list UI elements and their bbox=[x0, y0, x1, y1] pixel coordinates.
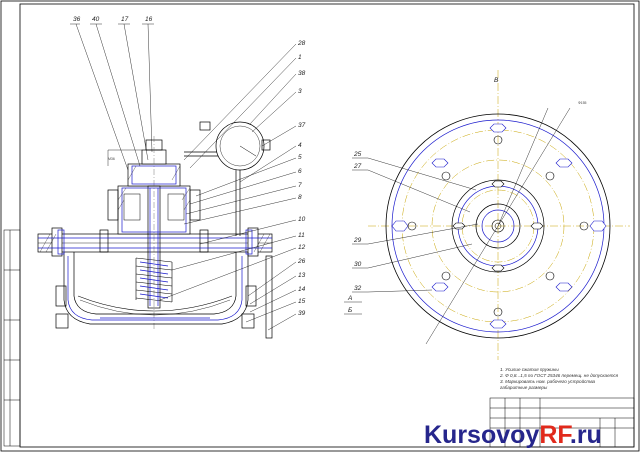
note-line-3: 3. Маркировать ном. рабочего устройства bbox=[500, 378, 596, 384]
title-block bbox=[489, 397, 635, 448]
callout-15: 15 bbox=[298, 298, 306, 305]
callout-27: 27 bbox=[353, 163, 362, 170]
dim-label-right: Ф155 bbox=[578, 101, 587, 105]
note-line-2: 2. Ф 0,8...1,5 по ГОСТ 25346 перемещ. не… bbox=[499, 373, 619, 378]
plan-view bbox=[368, 70, 630, 360]
plan-small-boxes bbox=[344, 301, 362, 315]
plan-label-b: Б bbox=[348, 307, 352, 314]
callout-25: 25 bbox=[353, 151, 362, 158]
callout-16: 16 bbox=[145, 16, 153, 23]
callout-12: 12 bbox=[298, 244, 306, 251]
right-leaders bbox=[159, 43, 297, 331]
callout-4: 4 bbox=[298, 142, 302, 149]
section-view bbox=[37, 121, 273, 339]
plan-bolts-outer bbox=[391, 123, 607, 329]
callout-39: 39 bbox=[298, 310, 306, 317]
section-hatching bbox=[39, 165, 271, 253]
callout-13: 13 bbox=[298, 272, 306, 279]
callout-numbers-top: 36 40 17 16 bbox=[73, 16, 153, 23]
callout-28: 28 bbox=[297, 40, 306, 47]
callout-numbers-plan: 25 27 29 30 32 А Б В bbox=[347, 77, 499, 314]
plan-bolts-inner bbox=[452, 180, 544, 272]
plan-label-c: В bbox=[494, 77, 499, 84]
callout-6: 6 bbox=[298, 168, 302, 175]
callout-40: 40 bbox=[92, 16, 100, 23]
plan-label-a: А bbox=[347, 295, 352, 302]
note-line-4: габаритные размеры bbox=[500, 385, 548, 390]
plan-leaders bbox=[352, 157, 479, 293]
callout-36: 36 bbox=[73, 16, 81, 23]
callout-5: 5 bbox=[298, 154, 302, 161]
callout-26: 26 bbox=[297, 258, 306, 265]
technical-notes: 1. Усилие сжатия пружины 2. Ф 0,8...1,5 … bbox=[499, 367, 619, 390]
callout-8: 8 bbox=[298, 194, 302, 201]
callout-10: 10 bbox=[298, 216, 306, 223]
callout-38: 38 bbox=[298, 70, 306, 77]
note-line-1: 1. Усилие сжатия пружины bbox=[500, 367, 559, 372]
section-blue-lines bbox=[38, 165, 272, 321]
callout-7: 7 bbox=[298, 182, 302, 189]
callout-3: 3 bbox=[298, 88, 302, 95]
plan-section-lines bbox=[425, 107, 571, 345]
callout-1: 1 bbox=[298, 54, 302, 61]
callout-32: 32 bbox=[354, 285, 362, 292]
plan-holes bbox=[407, 135, 589, 317]
callout-17: 17 bbox=[121, 16, 129, 23]
drawing-frame bbox=[19, 3, 635, 448]
watermark: KursovoyRF.ru bbox=[424, 421, 602, 449]
dimension-labels: М36 Ф155 bbox=[108, 101, 587, 161]
dim-label-left: М36 bbox=[108, 157, 115, 161]
callout-11: 11 bbox=[298, 232, 305, 239]
callout-30: 30 bbox=[354, 261, 362, 268]
callout-14: 14 bbox=[298, 286, 306, 293]
left-stamp bbox=[3, 229, 21, 447]
watermark-text: KursovoyRF.ru bbox=[424, 421, 602, 449]
callout-29: 29 bbox=[353, 237, 362, 244]
top-leaders bbox=[70, 23, 154, 171]
callout-37: 37 bbox=[298, 122, 306, 129]
callout-numbers-right: 28 1 38 3 37 4 5 6 7 8 10 11 12 26 13 14… bbox=[297, 40, 306, 317]
